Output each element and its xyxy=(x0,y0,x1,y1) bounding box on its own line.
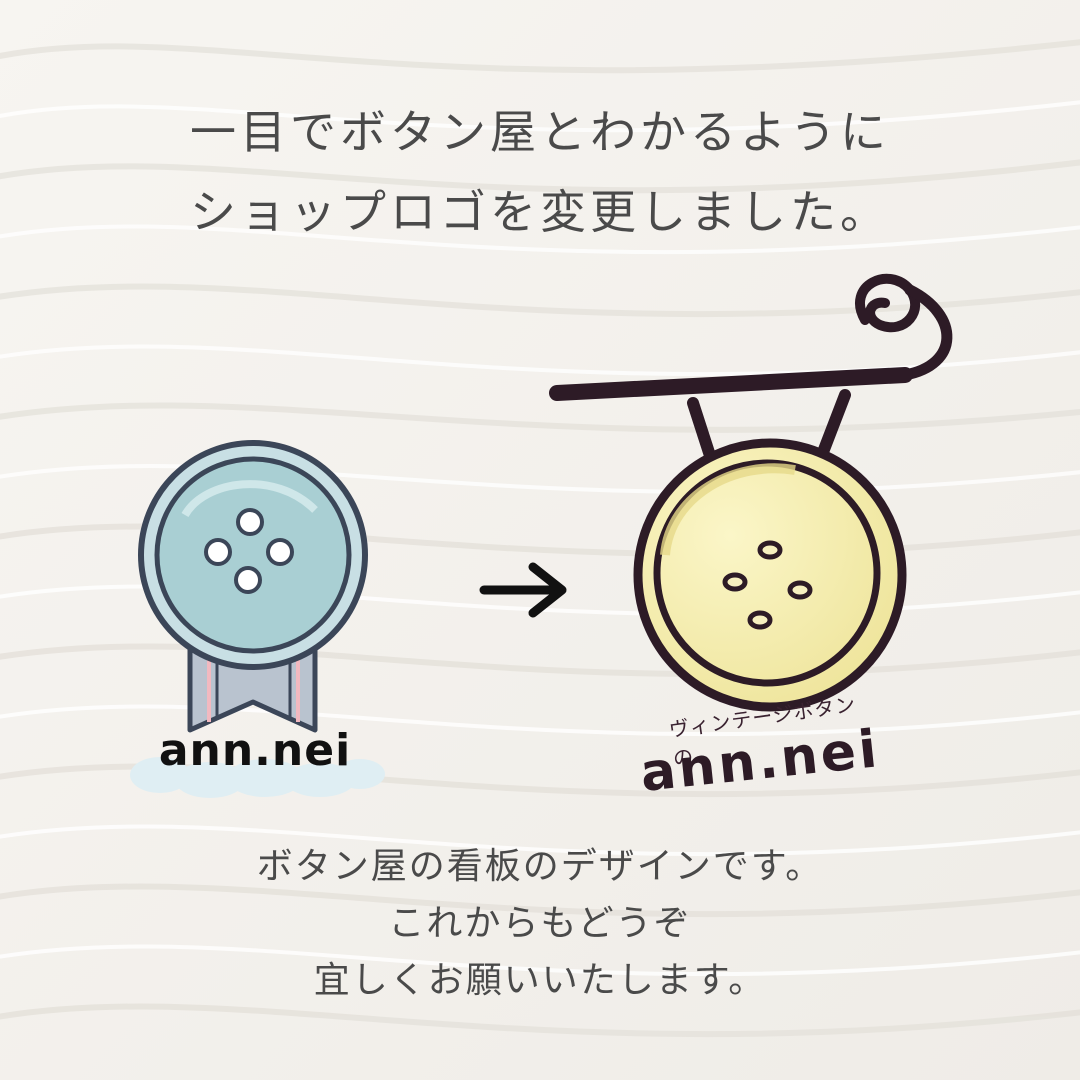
footer-line-1: ボタン屋の看板のデザインです。 xyxy=(256,846,824,887)
hanging-button-sign-icon xyxy=(549,273,953,712)
footer-line-3: 宜しくお願いいたします。 xyxy=(313,960,767,1001)
headline-line-2: ショップロゴを変更しました。 xyxy=(190,185,890,239)
headline-line-1: 一目でボタン屋とわかるように xyxy=(190,105,890,159)
old-brand-text: ann.nei xyxy=(158,725,352,776)
footer-message: ボタン屋の看板のデザインです。 これからもどうぞ 宜しくお願いいたします。 xyxy=(0,838,1080,1009)
right-arrow-icon xyxy=(479,562,567,618)
footer-line-2: これからもどうぞ xyxy=(388,903,692,944)
headline: 一目でボタン屋とわかるように ショップロゴを変更しました。 xyxy=(0,92,1080,252)
button-ribbon-icon xyxy=(130,440,385,798)
